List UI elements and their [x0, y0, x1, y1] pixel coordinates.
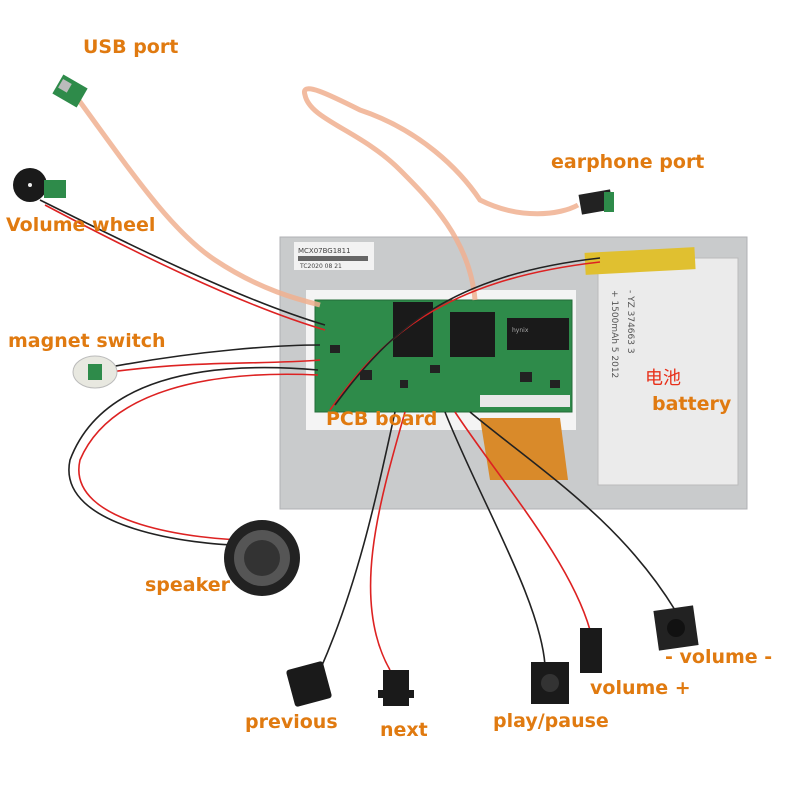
label-battery: battery — [652, 393, 732, 415]
buttons — [286, 605, 699, 707]
label-volume-minus: - volume - — [665, 646, 773, 668]
label-volume-wheel: Volume wheel — [6, 214, 156, 236]
lcd-sticker-bottom: TC2020 08 21 — [299, 263, 342, 270]
label-volume-plus: volume + — [590, 677, 691, 699]
flex-cable — [480, 418, 568, 480]
battery-marking-2: + 1500mAh 5 2012 — [609, 290, 619, 378]
label-earphone-port: earphone port — [551, 151, 705, 173]
wires — [39, 199, 676, 671]
label-previous: previous — [245, 711, 338, 733]
label-magnet-switch: magnet switch — [8, 330, 166, 352]
label-speaker: speaker — [145, 574, 230, 596]
battery — [597, 257, 739, 486]
ribbon-cables — [72, 86, 580, 308]
lcd-sticker-top: MCX07BG1811 — [298, 247, 351, 255]
label-battery-chinese: 电池 — [645, 368, 681, 389]
label-usb-port: USB port — [83, 36, 179, 58]
battery-tape — [584, 247, 696, 275]
label-next: next — [380, 719, 428, 741]
label-play-pause: play/pause — [493, 710, 609, 732]
battery-marking-1: - YZ 374663 3 — [625, 290, 635, 354]
label-pcb-board: PCB board — [326, 408, 438, 430]
chip-marking: hynix — [512, 327, 529, 334]
